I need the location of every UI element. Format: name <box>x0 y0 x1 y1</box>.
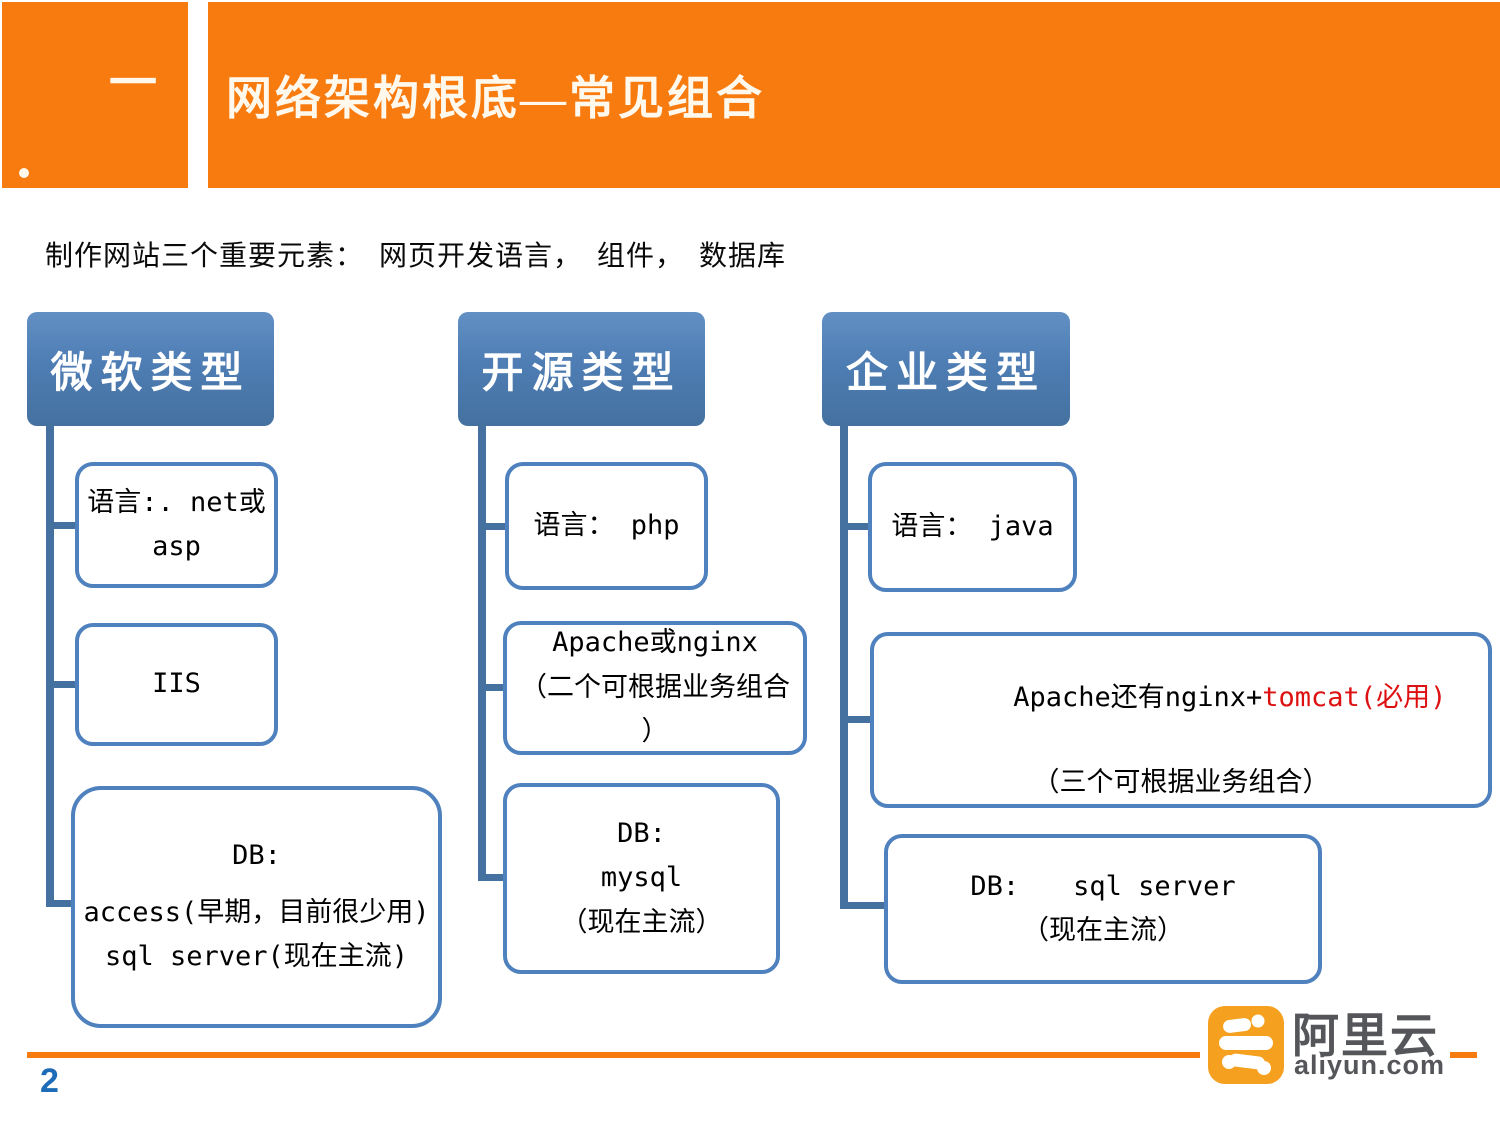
connector-col1-stub2 <box>46 681 78 688</box>
node-header-opensource: 开源类型 <box>458 312 705 426</box>
node-ms-db: DB: access(早期，目前很少用) sql server(现在主流) <box>71 786 442 1028</box>
connector-col2-stub2 <box>478 684 506 691</box>
connector-col2-vertical <box>478 426 486 878</box>
connector-col3-stub3 <box>840 902 887 909</box>
node-ms-language-line2: asp <box>152 531 201 562</box>
node-ent-webserver-line1-black: Apache还有nginx+ <box>1013 681 1263 713</box>
connector-col3-stub2 <box>840 716 873 723</box>
node-os-db-line3: （现在主流） <box>560 906 723 938</box>
node-ent-db-line2: （现在主流） <box>1022 915 1184 946</box>
node-ent-webserver-line1: Apache还有nginx+tomcat(必用) <box>916 637 1447 759</box>
aliyun-domain-text: aliyun.com <box>1294 1050 1446 1080</box>
node-os-language: 语言： php <box>505 462 708 590</box>
node-ent-db-line1: DB: sql server <box>970 870 1236 902</box>
node-os-db-line1: DB: <box>617 817 666 849</box>
node-os-db-line2: mysql <box>600 862 683 894</box>
intro-text: 制作网站三个重要元素： 网页开发语言， 组件， 数据库 <box>45 239 787 272</box>
connector-col2-stub1 <box>478 523 508 530</box>
section-number: 一 <box>108 57 157 110</box>
page-number: 2 <box>40 1062 59 1100</box>
connector-col2-stub3 <box>478 874 506 881</box>
aliyun-brand-text: 阿里云 <box>1292 1009 1439 1062</box>
bullet-dot-icon <box>19 168 29 178</box>
connector-col3-stub1 <box>840 523 871 530</box>
node-ent-db: DB: sql server （现在主流） <box>884 834 1322 984</box>
node-ent-language: 语言： java <box>868 462 1077 592</box>
page-title: 网络架构根底—常见组合 <box>226 73 765 124</box>
title-bar: 网络架构根底—常见组合 <box>208 2 1500 188</box>
aliyun-logo: 阿里云 aliyun.com <box>1200 993 1450 1092</box>
connector-col1-vertical <box>46 426 54 907</box>
node-ms-db-line3: sql server(现在主流) <box>104 941 409 973</box>
node-header-microsoft: 微软类型 <box>27 312 274 426</box>
section-tab: 一 <box>2 2 188 188</box>
node-os-webserver: Apache或nginx （二个可根据业务组合 ） <box>503 621 807 755</box>
node-ent-language-line1: 语言： java <box>891 510 1054 542</box>
footer-rule <box>27 1052 1477 1058</box>
node-os-webserver-line3: ） <box>641 716 669 748</box>
node-header-enterprise-label: 企业类型 <box>845 350 1046 397</box>
aliyun-cloud-icon <box>1208 1006 1284 1084</box>
node-ms-db-line2: access(早期，目前很少用) <box>83 896 430 928</box>
node-os-db: DB: mysql （现在主流） <box>503 783 780 974</box>
node-ms-webserver-line1: IIS <box>152 668 201 700</box>
node-ent-webserver: Apache还有nginx+tomcat(必用) （三个可根据业务组合） <box>870 632 1492 808</box>
node-header-microsoft-label: 微软类型 <box>50 350 251 397</box>
node-os-webserver-line2: （二个可根据业务组合 <box>520 671 790 703</box>
node-header-enterprise: 企业类型 <box>822 312 1070 426</box>
node-os-language-line1: 语言： php <box>533 509 680 541</box>
node-os-webserver-line1: Apache或nginx <box>552 627 758 659</box>
node-ent-webserver-line2: （三个可根据业务组合） <box>1032 766 1330 798</box>
connector-col1-stub1 <box>46 522 78 529</box>
connector-col3-vertical <box>840 426 848 909</box>
node-ms-language-line1: 语言:. net或 <box>87 486 266 518</box>
node-ms-db-line1: DB: <box>232 840 281 872</box>
node-header-opensource-label: 开源类型 <box>481 350 682 397</box>
node-ent-webserver-line1-red: tomcat(必用) <box>1262 681 1447 713</box>
node-ms-webserver: IIS <box>75 623 278 746</box>
connector-col1-stub3 <box>46 900 74 907</box>
node-ms-language: 语言:. net或 asp <box>75 462 278 588</box>
